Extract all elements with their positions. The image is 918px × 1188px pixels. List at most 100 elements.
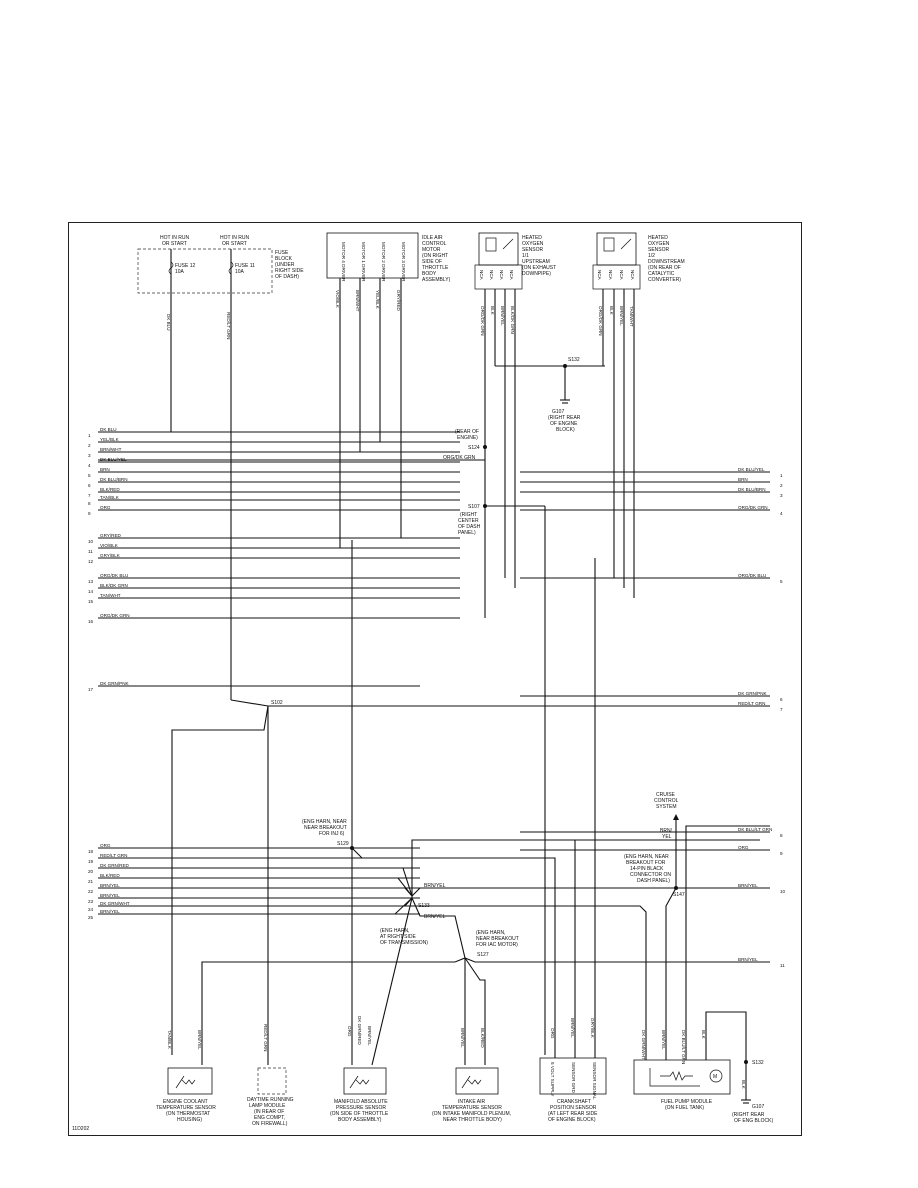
o2-sensor-upstream: HEATED OXYGEN SENSOR 1/1 UPSTREAM (ON EX… [474,232,556,290]
left-row-label: ORG/DK BLU [100,573,128,578]
wire-red-lt-grn: RED/LT GRN [226,312,231,339]
drl-l5: ON FIREWALL) [252,1121,288,1127]
s129-l3: FOR INJ 6) [319,831,345,837]
s129-l1: (ENG HARN, NEAR [302,819,347,825]
left-pin-23: 23 [88,899,94,904]
s127-l2: NEAR BREAKOUT [476,936,519,942]
ckp-pin-2: SENSOR GRD [571,1062,576,1094]
s147-l3: 14-PIN BLACK [630,866,664,872]
o2-2-l2: OXYGEN [648,241,670,247]
wire-brn-yel-ckp: BRN/YEL [570,1018,575,1038]
bottom-components: 5 VOLT SUPPLY SENSOR GRD SENSOR SIGNAL M… [156,1016,731,1127]
left-pin-7: 7 [88,493,91,498]
left-pin-19: 19 [88,859,94,864]
o2-sensor-downstream: HEATED OXYGEN SENSOR 1/2 DOWNSTREAM (ON … [592,232,685,290]
diagram-frame [68,222,802,1136]
right-row-label: BRN/YEL [738,957,758,962]
ect-l4: HOUSING) [177,1117,202,1123]
left-pin-20: 20 [88,869,94,874]
o2-2-l6: (ON REAR OF [648,265,681,271]
left-row-label: BRN/WHT [100,447,122,452]
top-wire-labels: DK BLU RED/LT GRN VIO/BLK BRN/WHT YEL/BL… [166,290,634,339]
brn-yel-s133: BRN/YEL [424,883,446,889]
left-row-label: BRN/YEL [100,893,120,898]
wire-org-ckp: ORG [550,1028,555,1039]
right-pin-7: 7 [780,707,783,712]
left-pin-15: 15 [88,599,94,604]
iac-l8: ASSEMBLY) [422,277,451,283]
left-row-label: BRN [100,467,110,472]
wire-org-dk-grn-2: ORG/DK GRN [598,306,603,336]
s147-l2: BREAKOUT FOR [626,860,666,866]
g107b-l1: G107 [752,1104,764,1110]
right-pin-8: 8 [780,833,783,838]
wire-blk-ground: BLK [741,1080,746,1090]
right-row-label: BRN/YEL [738,883,758,888]
right-pin-10: 10 [780,889,786,894]
g107a-l4: BLOCK) [556,427,575,433]
iat-l1: INTAKE AIR [458,1099,486,1105]
left-pin-22: 22 [88,889,94,894]
wire-dk-blu: DK BLU [166,314,171,331]
iat-l2: TEMPERATURE SENSOR [442,1105,502,1111]
iac-l3: MOTOR [422,247,441,253]
wire-org-map: ORG [347,1026,352,1037]
left-row-label: DK GRN/WHT [100,901,130,906]
wire-brn-yel-2: BRN/YEL [619,306,624,326]
o2-2-l5: DOWNSTREAM [648,259,685,265]
left-row-label: DK GRN/RED [100,863,130,868]
fuse-block-l2: BLOCK [275,256,293,262]
left-row-label: RED/LT GRN [100,853,127,858]
splice-s124-s107: (REAR OF ENGINE) S124 ORG/DK GRN S107 (R… [98,429,546,1055]
ect-l3: (ON THERMOSTAT [166,1111,210,1117]
iat-l3: (ON INTAKE MANIFOLD PLENUM, [432,1111,511,1117]
left-row-label: TAN/BLK [100,495,120,500]
cruise-wire-l2: YEL [662,834,672,840]
o2-1-nca-3: NCA [499,270,504,281]
s147-l5: DASH PANEL) [637,878,670,884]
left-pin-4: 4 [88,463,91,468]
wire-brn-yel-ect: BRN/YEL [197,1030,202,1050]
right-row-label: DK BLU/BRN [738,487,766,492]
left-row-label: GRY/BLK [100,553,121,558]
right-pin-2: 2 [780,483,783,488]
fuse12-label: FUSE 12 [175,263,196,269]
fpm-l2: (ON FUEL TANK) [665,1105,704,1111]
wire-dk-blu-lt-grn: DK BLU/LT GRN [681,1030,686,1064]
g107a-l2: (RIGHT REAR [548,415,581,421]
o2-2-l4: 1/2 [648,253,655,259]
o2-2-nca-4: NCA [630,270,635,281]
iac-l7: BODY [422,271,437,277]
o2-2-l3: SENSOR [648,247,670,253]
wire-blk-fpm: BLK [701,1030,706,1040]
iac-motor: MOTOR 4 DRIVER MOTOR 1 DRIVER MOTOR 2 DR… [326,232,451,548]
drl-l2: LAMP MODULE [249,1103,286,1109]
left-row-label: DK GRN/PNK [100,681,130,686]
wire-brn-yel-map: BRN/YEL [367,1026,372,1046]
g107b-l2: (RIGHT REAR [732,1112,765,1118]
left-row-label: ORG [100,505,111,510]
fuse-block-l3: (UNDER [275,262,295,268]
g107a-l3: OF ENGINE [550,421,578,427]
cruise-l3: SYSTEM [656,804,677,810]
s107-l1: S107 [468,504,480,510]
s124-l2: ENGINE) [457,435,478,441]
right-pin-4: 4 [780,511,783,516]
fpm-motor-icon: M [713,1074,717,1080]
s127-l3: FOR IAC MOTOR) [476,942,518,948]
left-pin-18: 18 [88,849,94,854]
ckp-pin-1: 5 VOLT SUPPLY [550,1062,555,1096]
ckp-l1: CRANKSHAFT [557,1099,591,1105]
wire-blk-2: BLK [609,306,614,316]
left-pin-1: 1 [88,433,91,438]
fuse-block-l4: RIGHT SIDE [275,268,304,274]
fpm-l1: FUEL PUMP MODULE [661,1099,713,1105]
left-row-label: GRY/RED [100,533,122,538]
map-l4: BODY ASSEMBLY) [338,1117,382,1123]
left-pin-2: 2 [88,443,91,448]
iat-l4: NEAR THROTTLE BODY) [443,1117,502,1123]
right-row-label: RED/LT GRN [738,701,765,706]
ect-l1: ENGINE COOLANT [163,1099,208,1105]
